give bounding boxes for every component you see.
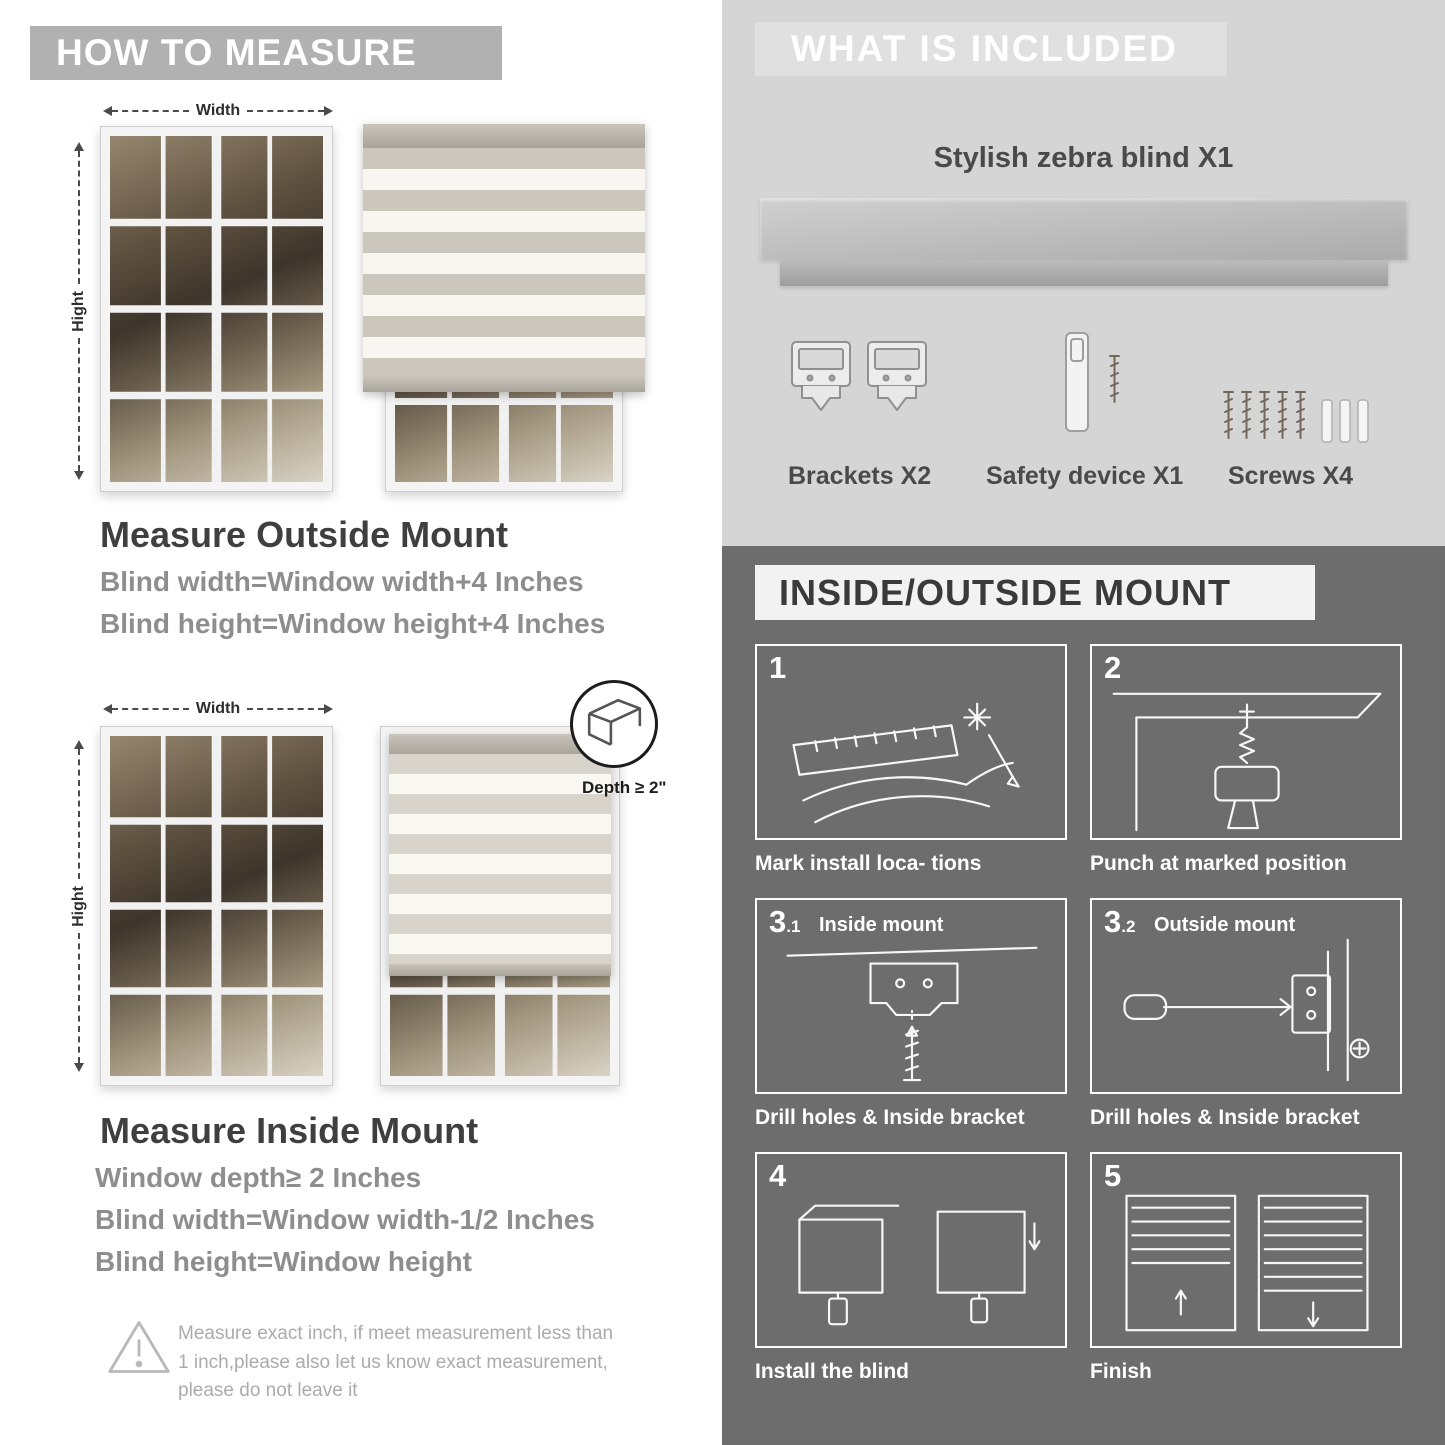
zebra-blind-inside-mount [389, 734, 611, 976]
screws-label: Screws X4 [1228, 462, 1354, 490]
height-label-outside: Hight [70, 290, 87, 332]
what-is-included-panel: WHAT IS INCLUDED Stylish zebra blind X1 [722, 0, 1445, 546]
wall-anchors-icon [1321, 399, 1369, 443]
arrowhead-right-icon [324, 106, 333, 116]
width-arrow-outside: Width [103, 102, 333, 119]
dashed-line [78, 933, 80, 1063]
step-2-caption: Punch at marked position [1090, 852, 1347, 875]
height-arrow-outside: Hight [70, 142, 87, 480]
outside-mount-title: Measure Outside Mount [100, 514, 509, 555]
step-number-main: 4 [769, 1158, 787, 1193]
bracket-icon [867, 341, 927, 411]
safety-device-label: Safety device X1 [986, 462, 1184, 490]
inside-mount-title: Measure Inside Mount [100, 1110, 479, 1151]
height-label-inside: Hight [70, 885, 87, 927]
width-label-inside: Width [195, 700, 241, 717]
dashed-line [247, 110, 324, 112]
arrowhead-left-icon [103, 704, 112, 714]
dashed-line [78, 338, 80, 471]
dashed-line [78, 749, 80, 879]
step-3-1-cell: 3.1 Inside mount [755, 898, 1067, 1094]
width-arrow-inside: Width [103, 700, 333, 717]
blind-bottomrail [389, 964, 611, 976]
warning-triangle-icon [108, 1321, 170, 1373]
arrowhead-down-icon [74, 471, 84, 480]
window-corner-detail-icon [587, 698, 642, 746]
step-3-1-illustration [786, 946, 1038, 1082]
step-5-cell: 5 [1090, 1152, 1402, 1348]
step-3-1-caption: Drill holes & Inside bracket [755, 1106, 1025, 1129]
bracket-icon [791, 341, 851, 411]
step-4-cell: 4 [755, 1152, 1067, 1348]
inside-formula-width: Blind width=Window width-1/2 Inches [95, 1204, 595, 1235]
safety-device-icon [1065, 332, 1089, 432]
dashed-line [247, 708, 324, 710]
step-4-number: 4 [769, 1158, 786, 1194]
mount-instructions-panel: INSIDE/OUTSIDE MOUNT 1 Mark install loca… [722, 546, 1445, 1445]
outside-formula-height: Blind height=Window height+4 Inches [100, 608, 606, 639]
step-3-2-number: 3.2 [1104, 904, 1135, 940]
step-number-main: 5 [1104, 1158, 1122, 1193]
step-5-illustration [1125, 1194, 1369, 1332]
step-2-illustration [1112, 692, 1382, 832]
step-2-cell: 2 [1090, 644, 1402, 840]
step-number-sub: .1 [786, 917, 801, 936]
blind-stripes [389, 754, 611, 964]
inside-formula-depth: Window depth≥ 2 Inches [95, 1162, 422, 1193]
depth-label: Depth ≥ 2" [582, 778, 667, 797]
step-number-main: 1 [769, 650, 787, 685]
step-number-sub: .2 [1121, 917, 1136, 936]
arrowhead-down-icon [74, 1063, 84, 1072]
depth-callout-circle [570, 680, 658, 768]
mount-header: INSIDE/OUTSIDE MOUNT [755, 565, 1315, 620]
step-1-illustration [792, 702, 1020, 824]
arrowhead-up-icon [74, 142, 84, 151]
step-3-2-illustration [1123, 938, 1370, 1082]
inside-formula-height: Blind height=Window height [95, 1246, 472, 1277]
step-1-cell: 1 [755, 644, 1067, 840]
what-is-included-header: WHAT IS INCLUDED [755, 22, 1227, 76]
blind-bottomrail [363, 376, 645, 392]
screws-icon [1223, 391, 1306, 439]
step-4-illustration [798, 1204, 1041, 1326]
step-2-number: 2 [1104, 650, 1121, 686]
step-5-number: 5 [1104, 1158, 1121, 1194]
arrowhead-right-icon [324, 704, 333, 714]
step-3-1-label: Inside mount [819, 914, 944, 936]
zebra-blind-outside-mount [363, 124, 645, 392]
step-5-caption: Finish [1090, 1360, 1152, 1383]
blind-headrail [363, 124, 645, 148]
window-muntins [110, 136, 323, 482]
step-number-main: 3 [1104, 904, 1122, 939]
step-1-caption: Mark install loca- tions [755, 852, 982, 875]
outside-formula-width: Blind width=Window width+4 Inches [100, 566, 584, 597]
step-4-caption: Install the blind [755, 1360, 910, 1383]
blind-stripes [363, 148, 645, 376]
step-3-2-caption: Drill holes & Inside bracket [1090, 1106, 1360, 1129]
how-to-measure-header: HOW TO MEASURE [30, 26, 502, 80]
window-muntins [110, 736, 323, 1076]
step-number-main: 2 [1104, 650, 1122, 685]
window-inside-mount [100, 726, 333, 1086]
blind-headrail-bottom-graphic [780, 260, 1388, 286]
dashed-line [78, 151, 80, 284]
blind-headrail-graphic [760, 198, 1408, 260]
dashed-line [112, 110, 189, 112]
arrowhead-left-icon [103, 106, 112, 116]
step-1-number: 1 [769, 650, 786, 686]
included-blind-label: Stylish zebra blind X1 [933, 142, 1234, 174]
brackets-label: Brackets X2 [788, 462, 932, 490]
window-outside-mount [100, 126, 333, 492]
step-3-2-label: Outside mount [1154, 914, 1296, 936]
height-arrow-inside: Hight [70, 740, 87, 1072]
step-3-2-cell: 3.2 Outside mount [1090, 898, 1402, 1094]
dashed-line [112, 708, 189, 710]
warning-note: Measure exact inch, if meet measurement … [178, 1323, 614, 1401]
blind-headrail [389, 734, 611, 754]
screw-icon [1109, 355, 1120, 403]
width-label-outside: Width [195, 102, 241, 119]
step-3-1-number: 3.1 [769, 904, 800, 940]
step-number-main: 3 [769, 904, 787, 939]
arrowhead-up-icon [74, 740, 84, 749]
